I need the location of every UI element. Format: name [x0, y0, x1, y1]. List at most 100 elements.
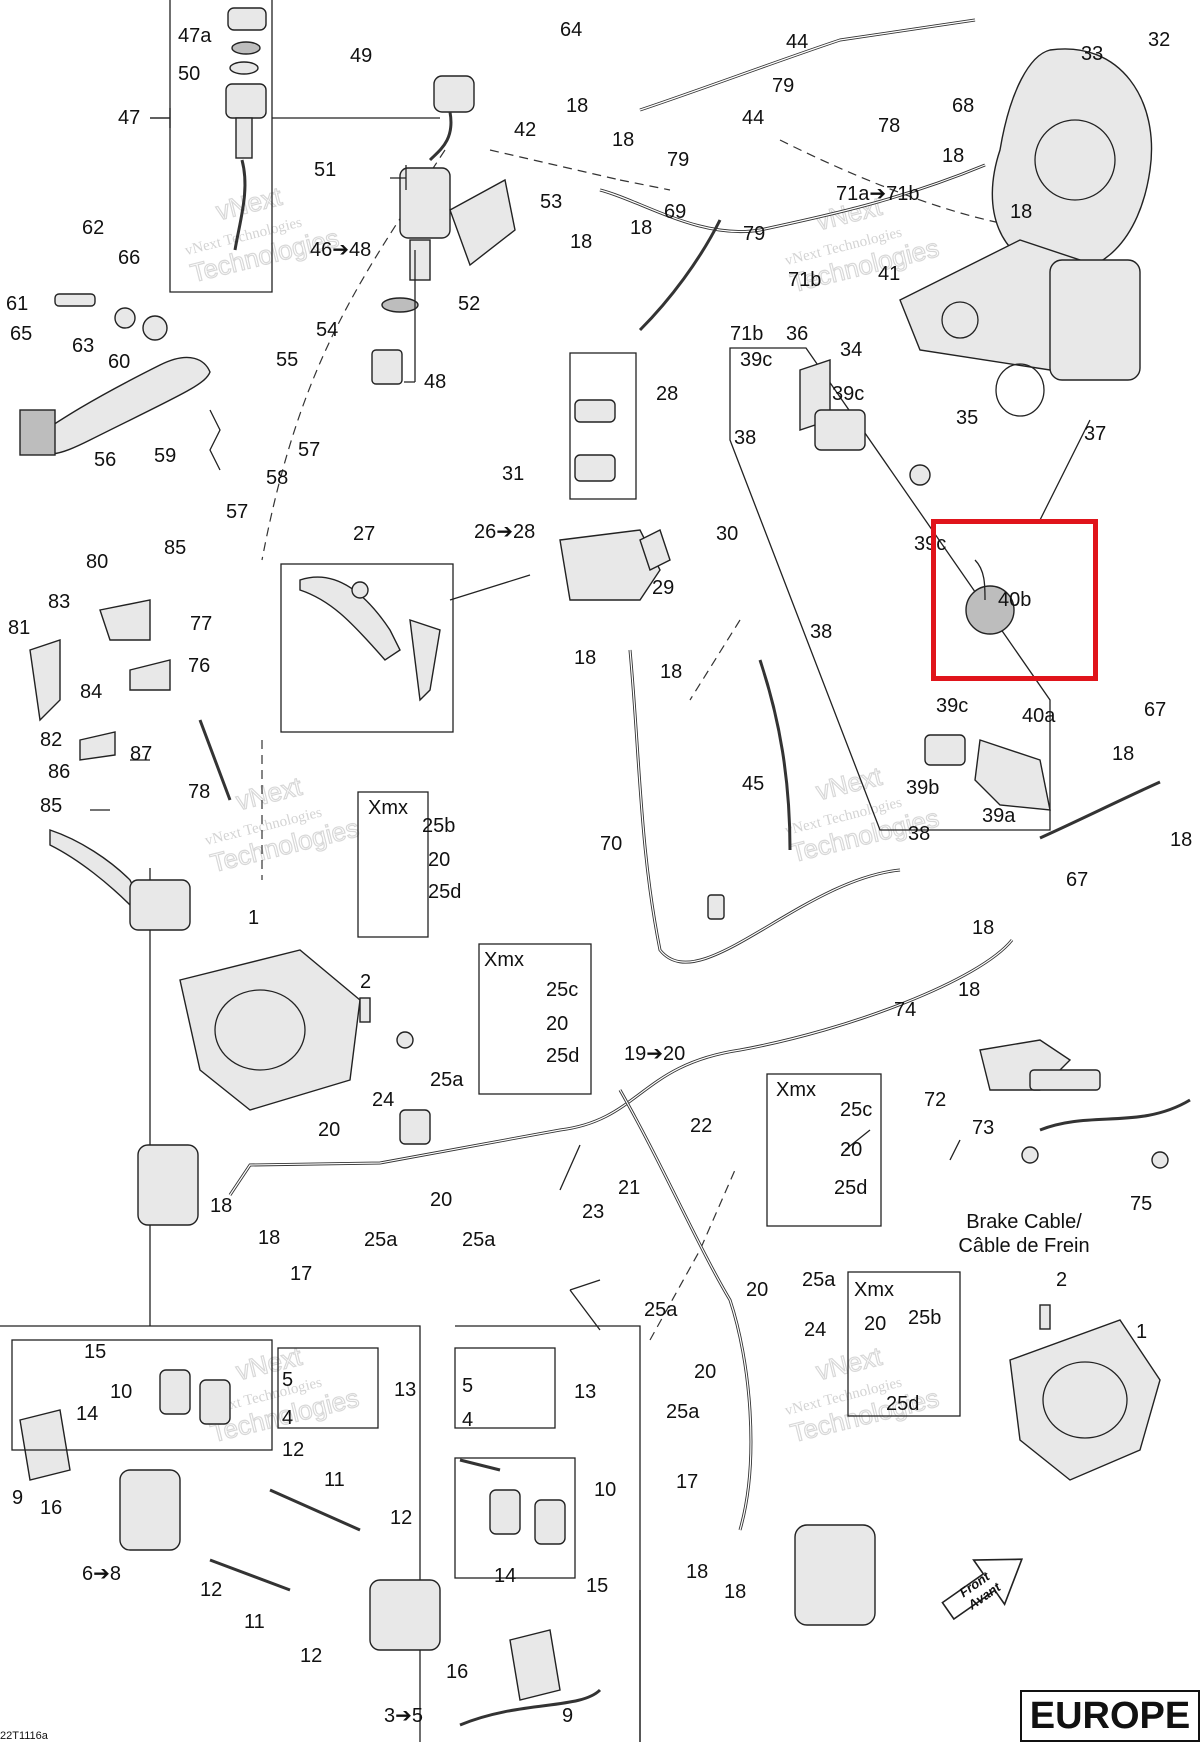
cup-39b — [924, 734, 966, 766]
detail-box-labels: Xmx 25b 20 25d Xmx 25c 20 25d Xmx 25c 20… — [368, 797, 941, 1415]
callout-label: 18 — [210, 1195, 232, 1217]
xmx-label: 20 — [428, 849, 450, 871]
callout-label: 61 — [6, 293, 28, 315]
callout-label: 18 — [724, 1581, 746, 1603]
callout-label: 50 — [178, 63, 200, 85]
dashed-route — [689, 619, 741, 701]
callout-label: 21 — [618, 1177, 640, 1199]
brake-line-45 — [758, 659, 792, 851]
callout-label: 38 — [734, 427, 756, 449]
xmx-label: 20 — [864, 1313, 886, 1335]
slide-pin — [459, 1458, 501, 1472]
callout-label: 11 — [244, 1611, 265, 1633]
callout-label: 71b — [730, 323, 763, 345]
callout-label: 74 — [894, 999, 916, 1021]
spring — [381, 297, 419, 313]
slide-pin — [269, 1488, 361, 1532]
leader-line — [390, 165, 407, 190]
callout-label: 25a — [644, 1299, 678, 1321]
callout-label: 1 — [1136, 1321, 1147, 1343]
callout-label: 39b — [906, 777, 939, 799]
callout-labels: 64 44 32 33 47a 50 47 49 18 18 42 79 78 … — [6, 19, 1192, 1727]
callout-label: 62 — [82, 217, 104, 239]
callout-label: 39c — [740, 349, 772, 371]
brake-pedal — [29, 356, 211, 455]
front-right-caliper — [794, 1524, 876, 1626]
callout-label: 19➔20 — [624, 1043, 685, 1065]
return-spring — [209, 409, 221, 471]
callout-label: 67 — [1066, 869, 1088, 891]
bracket-9b — [509, 1629, 561, 1701]
callout-label: 58 — [266, 467, 288, 489]
callout-label: 36 — [786, 323, 808, 345]
callout-label: 17 — [676, 1471, 698, 1493]
disc-hub — [1034, 119, 1116, 201]
callout-label: 35 — [956, 407, 978, 429]
leader-line — [150, 108, 171, 128]
front-disc-left — [179, 949, 361, 1111]
reservoir-hose — [235, 117, 253, 159]
callout-label: 15 — [84, 1341, 106, 1363]
bracket-9 — [19, 1409, 71, 1481]
callout-label: 23 — [582, 1201, 604, 1223]
callout-label: 31 — [502, 463, 524, 485]
callout-label: 14 — [494, 1565, 516, 1587]
callout-label: 25a — [430, 1069, 464, 1091]
callout-label: 78 — [878, 115, 900, 137]
callout-label: 60 — [108, 351, 130, 373]
brake-cable-label-fr: Câble de Frein — [958, 1235, 1090, 1257]
reservoir-cap — [227, 7, 267, 31]
callout-label: 18 — [630, 217, 652, 239]
callout-label: 25a — [666, 1401, 700, 1423]
xmx-label: 25b — [422, 815, 455, 837]
callout-label: 25a — [462, 1229, 496, 1251]
brake-cable — [1039, 1098, 1191, 1132]
reservoir-diaphragm — [229, 61, 259, 75]
brake-line-bottom — [459, 1688, 602, 1727]
left-master-cylinder — [129, 879, 191, 931]
brake-pad — [199, 1379, 231, 1425]
callout-label: 24 — [804, 1319, 826, 1341]
callout-label: 18 — [612, 129, 634, 151]
callout-label: 26➔28 — [474, 521, 535, 543]
callout-label: 44 — [742, 107, 764, 129]
xmx-label: 25c — [840, 1099, 872, 1121]
xmx-box — [847, 1271, 961, 1417]
seal-39c — [909, 464, 931, 486]
pad-kit-box — [11, 1339, 273, 1451]
callout-label: 25a — [802, 1269, 836, 1291]
dashed-route — [619, 179, 671, 191]
callout-label: 47 — [118, 107, 140, 129]
callout-label: 1 — [248, 907, 259, 929]
leader-line — [404, 250, 416, 383]
brake-pad — [159, 1369, 191, 1415]
spring-40b — [974, 559, 986, 601]
callout-label: 20 — [746, 1279, 768, 1301]
callout-label: 18 — [660, 661, 682, 683]
callout-label: 63 — [72, 335, 94, 357]
callout-label: 76 — [188, 655, 210, 677]
callout-label: 68 — [952, 95, 974, 117]
callout-label: 12 — [300, 1645, 322, 1667]
callout-label: 18 — [1010, 201, 1032, 223]
xmx-label: 25b — [908, 1307, 941, 1329]
callout-label: 14 — [76, 1403, 98, 1425]
callout-label: 45 — [742, 773, 764, 795]
region-badge: EUROPE — [1020, 1690, 1200, 1742]
callout-label: 9 — [562, 1705, 573, 1727]
callout-label: 40b — [998, 589, 1031, 611]
callout-label: 12 — [200, 1579, 222, 1601]
callout-label: 5 — [462, 1375, 473, 1397]
callout-label: 41 — [878, 263, 900, 285]
callout-label: 70 — [600, 833, 622, 855]
callout-label: 4 — [462, 1409, 473, 1431]
callout-label: 34 — [840, 339, 862, 361]
callout-label: 38 — [908, 823, 930, 845]
callout-label: 39c — [936, 695, 968, 717]
callout-label: 79 — [772, 75, 794, 97]
callout-label: 65 — [10, 323, 32, 345]
callout-label: 20 — [694, 1361, 716, 1383]
callout-label: 55 — [276, 349, 298, 371]
bracket-hole — [941, 301, 979, 339]
callout-label: 18 — [686, 1561, 708, 1583]
